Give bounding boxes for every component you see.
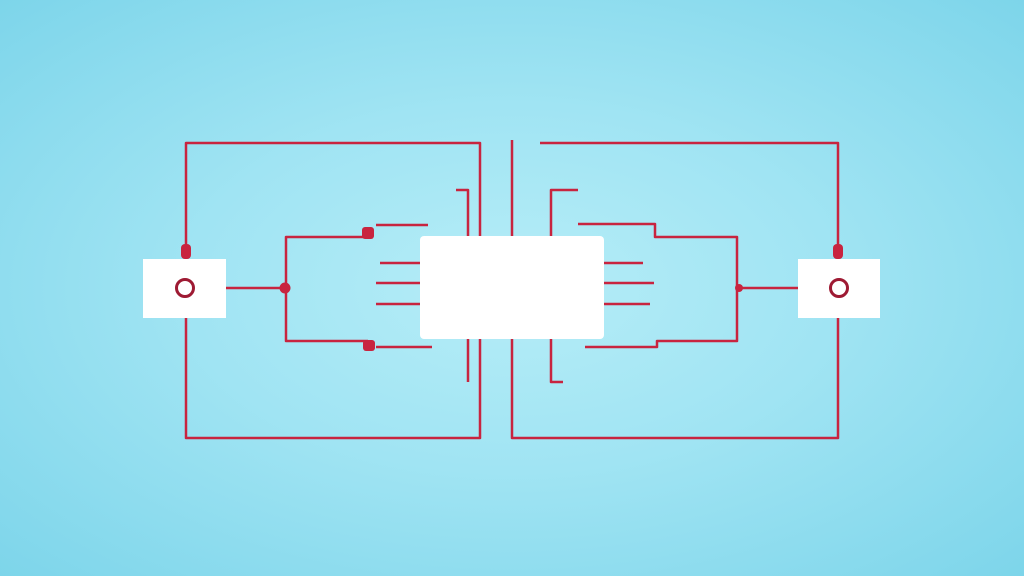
right-terminal-connector xyxy=(833,244,843,259)
right-top-wire xyxy=(540,141,840,259)
right-port-icon xyxy=(829,278,849,298)
left-port-icon xyxy=(175,278,195,298)
right-terminal-box xyxy=(798,259,880,318)
left-upper-node xyxy=(362,227,374,239)
center-block xyxy=(420,236,604,339)
left-lower-node xyxy=(363,340,375,351)
right-junction-dot xyxy=(735,284,743,292)
left-junction-dot xyxy=(279,282,291,294)
left-branch-wire xyxy=(284,235,368,343)
left-terminal-connector xyxy=(181,244,191,259)
left-terminal-box xyxy=(143,259,226,318)
